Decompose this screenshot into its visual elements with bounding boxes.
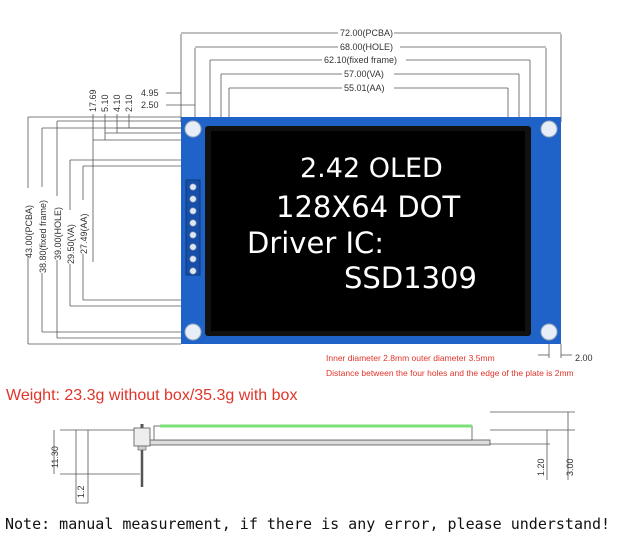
hole-note-1: Inner diameter 2.8mm outer diameter 3.5m… — [326, 353, 495, 363]
hole-note-2: Distance between the four holes and the … — [326, 368, 574, 378]
dim-2-50: 2.50 — [141, 100, 159, 110]
dim-aa-height: 27.49(AA) — [79, 213, 89, 254]
dim-2-10: 2.10 — [124, 94, 134, 112]
weight-text: Weight: 23.3g without box/35.3g with box — [6, 387, 297, 404]
top-vertical-dims: 17.69 5.10 4.10 2.10 — [88, 89, 134, 112]
screen-line-3: Driver IC: — [247, 226, 384, 260]
dim-1-2: 1.2 — [76, 485, 86, 498]
side-profile — [53, 411, 575, 504]
dim-2-00: 2.00 — [575, 353, 593, 363]
dim-hole-width: 68.00(HOLE) — [340, 42, 393, 52]
pin-header — [185, 179, 201, 276]
top-dimension-labels: 72.00(PCBA) 68.00(HOLE) 62.10(fixed fram… — [322, 27, 406, 93]
dim-3-00: 3.00 — [565, 458, 575, 476]
mount-hole-tl — [184, 120, 202, 138]
top-vertical-dim-lines — [92, 114, 181, 262]
oled-screen — [211, 131, 525, 331]
dim-5-10: 5.10 — [100, 94, 110, 112]
dim-hole-height: 39.00(HOLE) — [53, 207, 63, 260]
mount-hole-br — [540, 323, 558, 341]
dim-va-height: 29.50(VA) — [66, 224, 76, 264]
dim-4-95: 4.95 — [141, 88, 159, 98]
dim-1-20: 1.20 — [536, 458, 546, 476]
dim-frame-height: 38.80(fixed frame) — [38, 200, 48, 273]
screen-line-2: 128X64 DOT — [276, 190, 460, 224]
footer-note: Note: manual measurement, if there is an… — [5, 515, 610, 533]
dim-11-30: 11.30 — [50, 446, 60, 468]
side-dimension-labels: 43.00(PCBA) 38.80(fixed frame) 39.00(HOL… — [22, 187, 89, 273]
left-small-dims — [166, 92, 195, 106]
right-dim-lines — [538, 344, 572, 358]
dim-pcba-width: 72.00(PCBA) — [340, 28, 393, 38]
dim-pcba-height: 43.00(PCBA) — [24, 205, 34, 258]
pin-pads — [189, 183, 197, 275]
side-glass — [153, 425, 473, 441]
mount-hole-bl — [184, 323, 202, 341]
oled-module: 2.42 OLED 128X64 DOT Driver IC: SSD1309 — [181, 117, 561, 344]
dim-4-10: 4.10 — [112, 94, 122, 112]
dim-frame-width: 62.10(fixed frame) — [324, 55, 397, 65]
screen-line-1: 2.42 OLED — [300, 153, 443, 184]
dim-17-69: 17.69 — [88, 89, 98, 112]
dim-aa-width: 55.01(AA) — [344, 83, 385, 93]
dim-va-width: 57.00(VA) — [344, 69, 384, 79]
screen-line-4: SSD1309 — [344, 261, 477, 295]
mount-hole-tr — [540, 120, 558, 138]
